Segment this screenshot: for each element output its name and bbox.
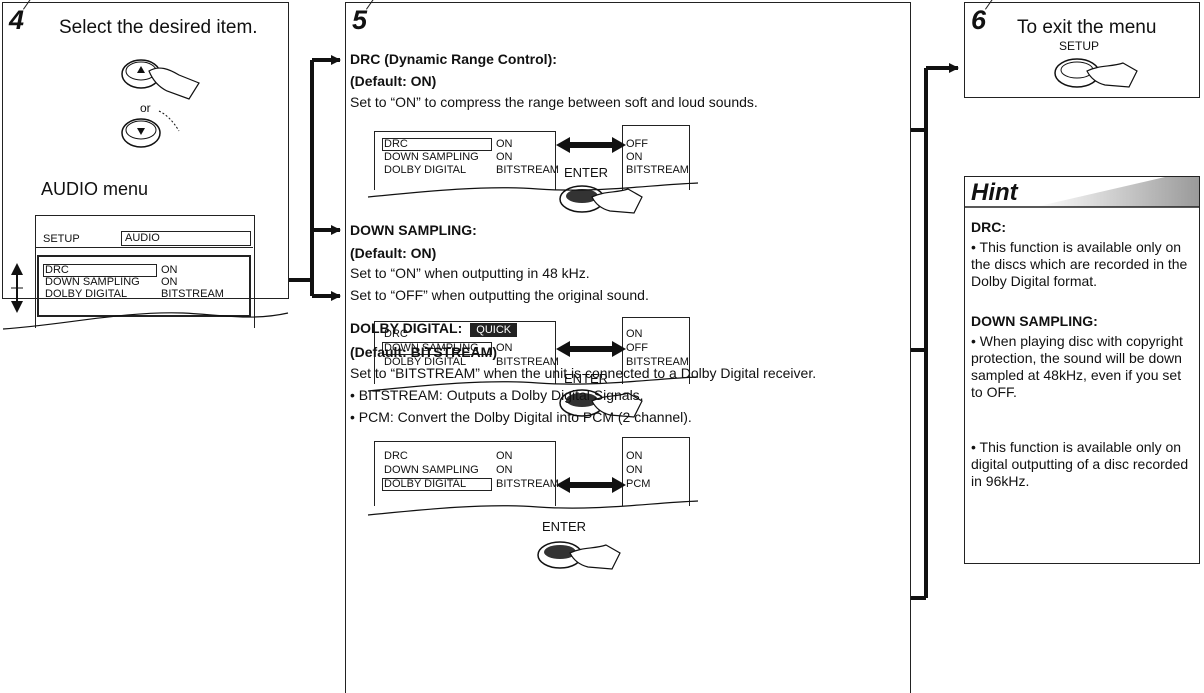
option-item: DRC [384, 138, 408, 150]
step5-panel: 5 DRC (Dynamic Range Control): (Default:… [345, 0, 911, 693]
step-number: 6 [971, 5, 987, 35]
drc-default: (Default: ON) [350, 73, 437, 89]
dolby-heading-wrap: DOLBY DIGITAL: QUICK [350, 320, 518, 337]
option-value: ON [496, 464, 513, 476]
toggle-arrow-icon [556, 137, 626, 153]
menu-value: ON [161, 264, 178, 276]
wave-decoration [367, 500, 699, 516]
ds-description-2: Set to “OFF” when outputting the origina… [350, 287, 649, 303]
enter-label: ENTER [564, 371, 609, 386]
menu-label: AUDIO menu [41, 179, 149, 199]
toggle-arrow-icon [556, 341, 626, 357]
setup-label: SETUP [1059, 39, 1100, 53]
option-item: DOLBY DIGITAL [384, 356, 467, 368]
menu-item: DOLBY DIGITAL [45, 288, 128, 300]
step-title: Select the desired item. [59, 17, 258, 38]
menu-item: DOWN SAMPLING [45, 276, 140, 288]
option-item: DOLBY DIGITAL [384, 164, 467, 176]
step-divider [985, 0, 1004, 10]
step6-panel: 6 To exit the menu SETUP [964, 0, 1200, 98]
option-item: DOLBY DIGITAL [384, 478, 467, 490]
option-item: DOWN SAMPLING [384, 464, 479, 476]
enter-button-icon [537, 541, 621, 570]
up-button-icon [121, 59, 200, 100]
step-title: To exit the menu [1017, 17, 1157, 38]
menu-tab-audio: AUDIO [121, 231, 251, 246]
dolby-highlight [382, 478, 492, 491]
drc-heading: DRC (Dynamic Range Control): [350, 51, 557, 67]
option-value: BITSTREAM [626, 356, 689, 368]
step4-panel: 4 Select the desired item. or AUDIO menu… [2, 0, 289, 330]
option-value: ON [626, 450, 643, 462]
ds-screen-left [374, 321, 556, 384]
ds-default: (Default: ON) [350, 245, 437, 261]
hint-drc-text: • This function is available only on the… [971, 239, 1188, 289]
step-divider [366, 0, 385, 10]
option-value: BITSTREAM [496, 164, 559, 176]
hint-banner [965, 177, 1199, 208]
wave-decoration [367, 182, 699, 198]
dolby-description: Set to “BITSTREAM” when the unit is conn… [350, 365, 817, 381]
hint-panel: Hint DRC: • This function is available o… [964, 176, 1200, 564]
menu-value: ON [161, 276, 178, 288]
option-value: PCM [626, 478, 651, 490]
hint-drc-heading: DRC: [971, 219, 1006, 235]
option-value: ON [496, 138, 513, 150]
tv-screen [35, 215, 255, 328]
option-item: DRC [384, 450, 408, 462]
menu-setup-label: SETUP [43, 233, 80, 245]
dolby-screen-left [374, 441, 556, 506]
option-value: ON [626, 151, 643, 163]
menu-value: BITSTREAM [161, 288, 224, 300]
option-item: DOWN SAMPLING [384, 151, 479, 163]
option-value: BITSTREAM [626, 164, 689, 176]
dolby-default: (Default: BITSTREAM) [350, 344, 497, 360]
drc-screen-right [622, 125, 690, 190]
hint-ds-text-2: • This function is available only on dig… [971, 439, 1189, 489]
menu-selection-frame [37, 255, 251, 317]
option-value: ON [496, 342, 513, 354]
ds-heading: DOWN SAMPLING: [350, 222, 477, 238]
option-value: ON [496, 151, 513, 163]
drc-highlight [382, 138, 492, 151]
hint-ds-heading: DOWN SAMPLING: [971, 313, 1098, 329]
enter-label: ENTER [564, 165, 609, 180]
up-down-arrow-icon [11, 263, 23, 313]
enter-button-icon [559, 185, 643, 214]
option-value: BITSTREAM [496, 356, 559, 368]
toggle-arrow-icon [556, 477, 626, 493]
step-number: 5 [352, 5, 368, 35]
menu-divider [35, 247, 253, 248]
hint-ds-text-1: • When playing disc with copyright prote… [971, 333, 1183, 400]
down-button-icon [121, 110, 180, 148]
enter-label: ENTER [542, 519, 587, 534]
dolby-screen-right [622, 437, 690, 506]
option-value: BITSTREAM [496, 478, 559, 490]
or-label: or [140, 101, 151, 115]
quick-badge: QUICK [470, 323, 518, 337]
step-divider [23, 0, 42, 10]
dolby-bullet-2: • PCM: Convert the Dolby Digital into PC… [350, 409, 692, 425]
option-item: DRC [384, 328, 408, 340]
option-item: DOWN SAMPLING [384, 342, 479, 354]
dolby-bullet-1: • BITSTREAM: Outputs a Dolby Digital Sig… [350, 387, 644, 403]
wave-decoration [2, 312, 289, 330]
option-value: OFF [626, 342, 648, 354]
wave-decoration [367, 376, 699, 392]
hint-title: Hint [971, 179, 1018, 206]
enter-button-icon [559, 389, 643, 418]
step-number: 4 [9, 5, 25, 35]
dolby-heading-text: DOLBY DIGITAL: [350, 320, 463, 336]
option-value: ON [626, 464, 643, 476]
menu-highlight-drc [43, 264, 157, 277]
menu-item: DRC [45, 264, 69, 276]
option-value: ON [496, 450, 513, 462]
setup-button-icon [1054, 58, 1138, 88]
ds-description-1: Set to “ON” when outputting in 48 kHz. [350, 265, 590, 281]
option-value: ON [626, 328, 643, 340]
ds-highlight [382, 342, 492, 355]
drc-description: Set to “ON” to compress the range betwee… [350, 94, 758, 110]
option-value: OFF [626, 138, 648, 150]
drc-screen-left [374, 131, 556, 190]
